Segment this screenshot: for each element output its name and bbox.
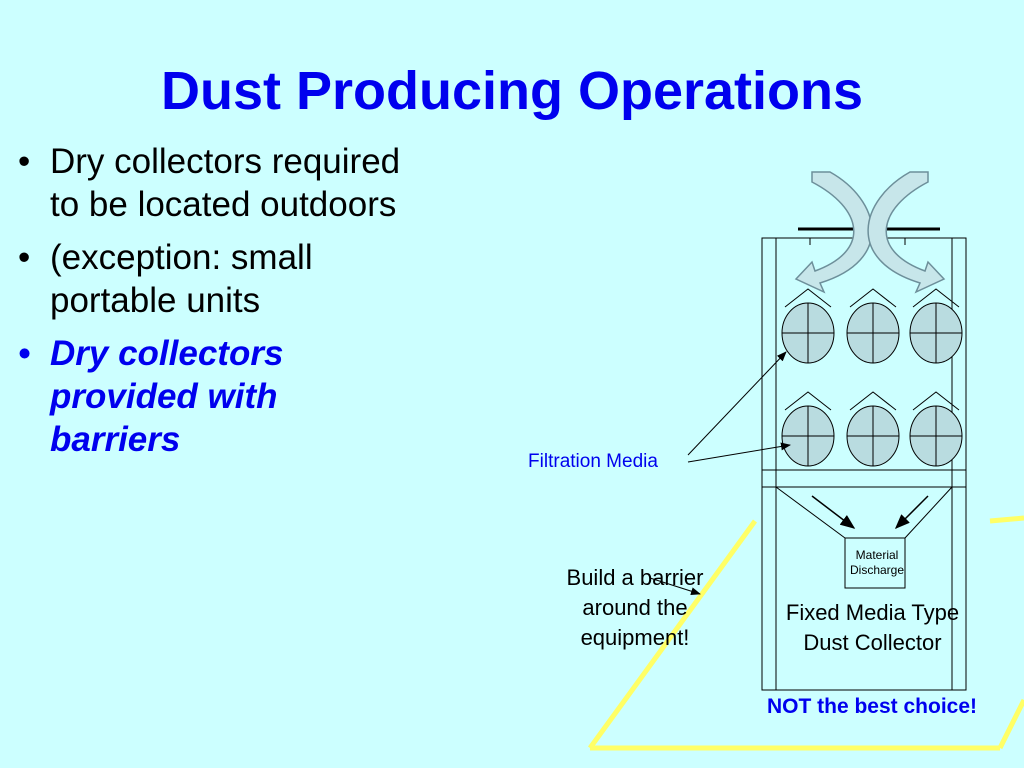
filter-bag-icon xyxy=(909,391,963,467)
filter-bag-icon xyxy=(781,391,835,467)
bullet-text: Dry collectors required to be located ou… xyxy=(50,142,401,224)
bullet-item-emphasis: • Dry collectors provided with barriers xyxy=(14,332,414,461)
flow-arrow xyxy=(811,495,856,529)
bullet-text: Dry collectors provided with barriers xyxy=(50,334,284,459)
material-discharge-label: Material Discharge xyxy=(849,548,905,577)
pointer-arrow-icon xyxy=(687,351,787,456)
collector-type-label: Fixed Media Type Dust Collector xyxy=(785,600,960,655)
airflow-arrows-icon xyxy=(794,171,946,294)
barrier-note: Build a barrier around the equipment! xyxy=(566,565,704,650)
barrier-outline xyxy=(587,515,1024,751)
filter-bag-icon xyxy=(781,288,835,364)
bullet-text: (exception: small portable units xyxy=(50,238,313,320)
bullet-dot: • xyxy=(18,334,31,373)
bullet-dot: • xyxy=(18,142,31,181)
pointer-arrow-icon xyxy=(687,442,791,463)
filter-bag-icon xyxy=(846,391,900,467)
discharge-box xyxy=(844,537,906,589)
warning-label: NOT the best choice! xyxy=(766,695,978,718)
bullet-dot: • xyxy=(18,238,31,277)
filtration-media-label: Filtration Media xyxy=(528,451,658,472)
bullet-list: • Dry collectors required to be located … xyxy=(14,140,414,471)
bullet-item: • Dry collectors required to be located … xyxy=(14,140,414,226)
flow-arrow xyxy=(894,495,929,530)
pointer-arrow-icon xyxy=(649,577,701,596)
filter-bag-icon xyxy=(846,288,900,364)
filter-bag-icon xyxy=(909,288,963,364)
slide-title: Dust Producing Operations xyxy=(160,61,864,121)
bullet-item: • (exception: small portable units xyxy=(14,236,414,322)
